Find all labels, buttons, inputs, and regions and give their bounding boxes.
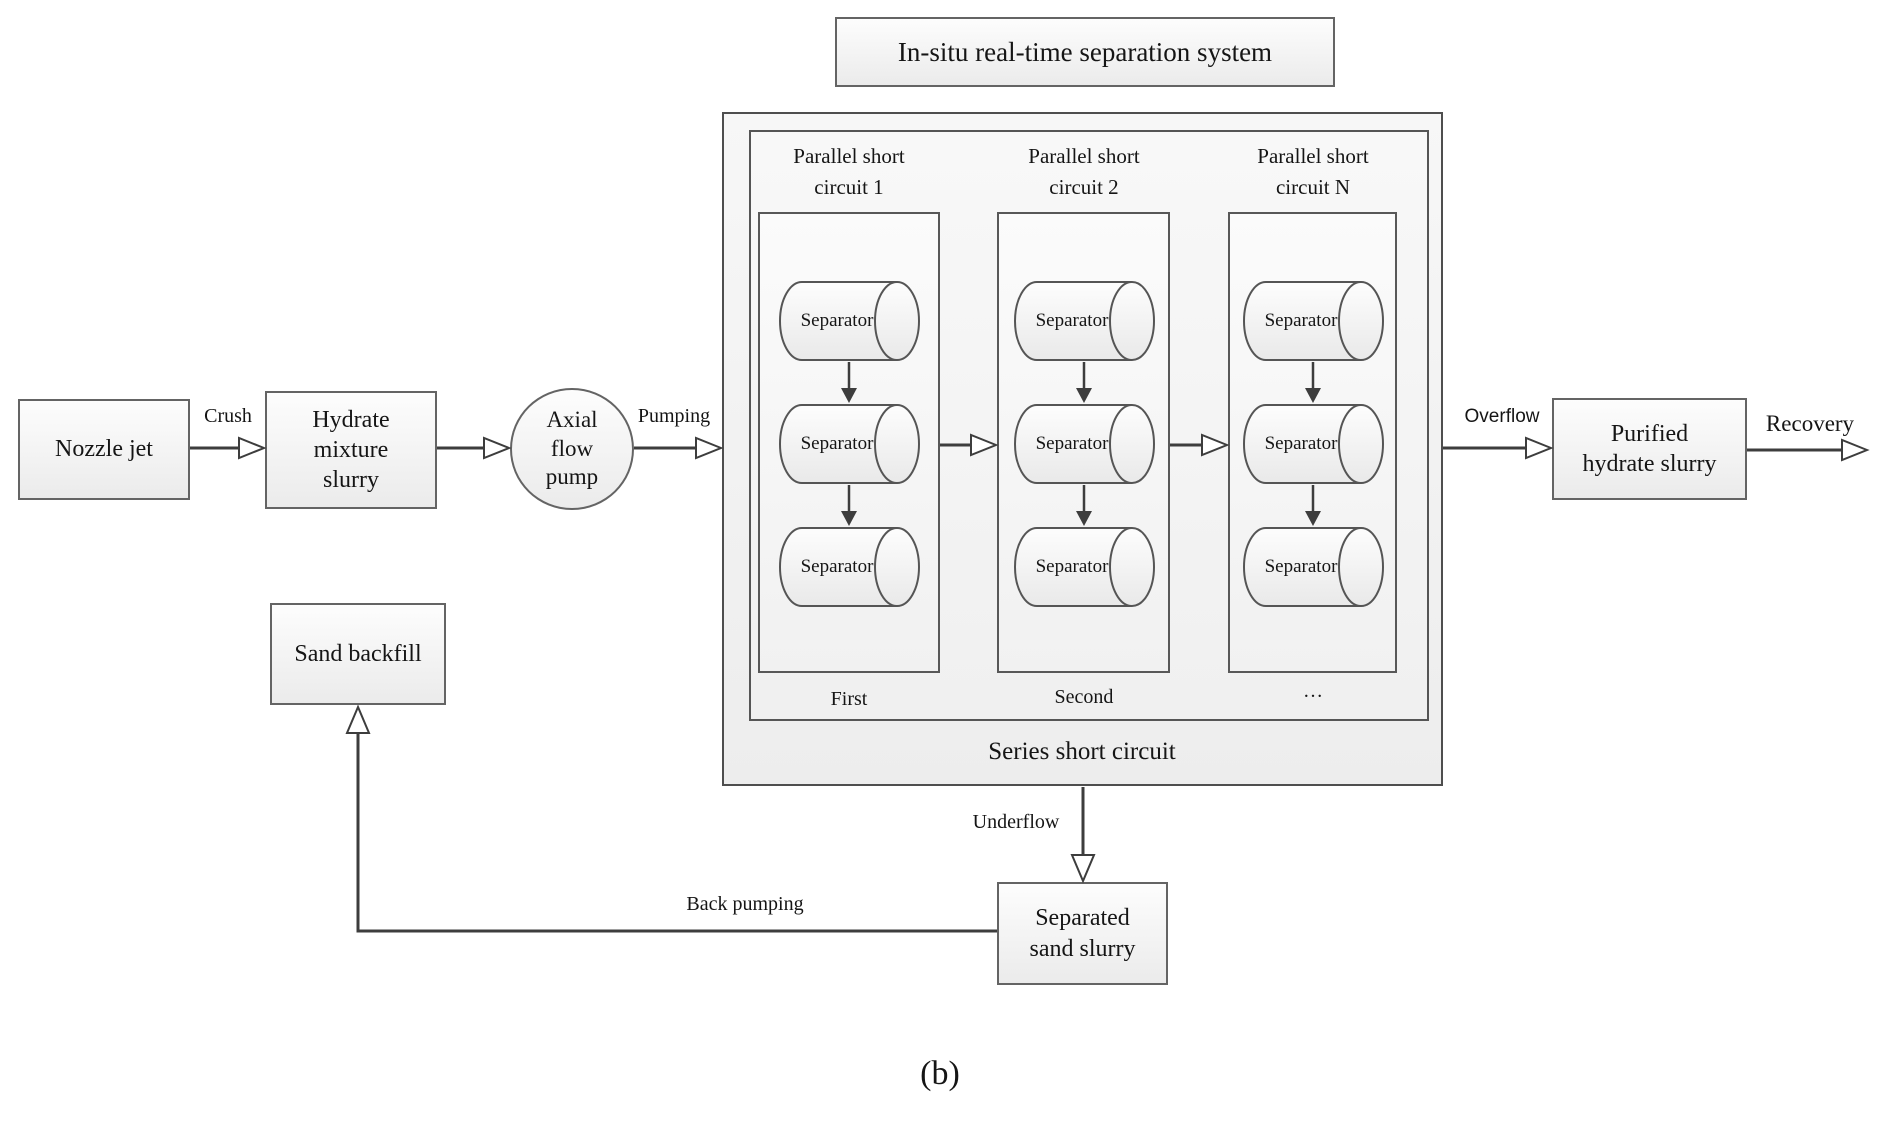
- back-pumping-label: Back pumping: [686, 893, 804, 915]
- separator-label: Separator: [1264, 310, 1338, 331]
- parallel-circuit-1-header: Parallel short circuit 1: [739, 141, 959, 203]
- cylinder-shape-icon: [1243, 404, 1384, 484]
- parallel-circuit-n-header-line1: Parallel short: [1257, 144, 1369, 168]
- separated-sand-slurry-node: Separated sand slurry: [997, 882, 1168, 985]
- separator-cylinder: Separator: [1240, 280, 1386, 362]
- figure-caption: (b): [920, 1055, 960, 1092]
- cylinder-shape-icon: [1243, 281, 1384, 361]
- separator-label: Separator: [800, 310, 874, 331]
- pumping-label: Pumping: [637, 405, 711, 427]
- separator-label: Separator: [800, 433, 874, 454]
- hydrate-line2: mixture: [313, 436, 389, 463]
- separator-cylinder: Separator: [776, 280, 922, 362]
- open-down-arrowhead-icon: [1070, 854, 1096, 884]
- open-right-arrowhead-icon: [695, 436, 724, 460]
- separator-label: Separator: [1035, 433, 1109, 454]
- open-right-arrowhead-icon: [1841, 438, 1870, 462]
- separated-line2: sand slurry: [1029, 935, 1136, 962]
- overflow-label: Overflow: [1464, 406, 1540, 427]
- circuit-2-footer: Second: [1054, 686, 1114, 708]
- separator-cylinder: Separator: [1011, 526, 1157, 608]
- open-up-arrowhead-icon: [345, 704, 371, 734]
- separator-cylinder: Separator: [1240, 403, 1386, 485]
- circuit-1-footer: First: [830, 688, 868, 710]
- separator-label: Separator: [1035, 310, 1109, 331]
- cylinder-shape-icon: [779, 281, 920, 361]
- system-title-box: In-situ real-time separation system: [835, 17, 1335, 87]
- parallel-circuit-n-header-line2: circuit N: [1275, 175, 1351, 199]
- separator-cylinder: Separator: [1240, 526, 1386, 608]
- purified-line2: hydrate slurry: [1582, 451, 1717, 477]
- hydrate-mixture-slurry-node: Hydrate mixture slurry: [265, 391, 437, 509]
- separated-line1: Separated: [1035, 905, 1130, 932]
- series-short-circuit-label: Series short circuit: [988, 738, 1176, 765]
- parallel-circuit-2-header-line1: Parallel short: [1028, 144, 1140, 168]
- parallel-circuit-2-header-line2: circuit 2: [1049, 175, 1119, 199]
- purified-line1: Purified: [1610, 420, 1689, 447]
- axial-flow-pump-node: Axial flow pump: [510, 388, 634, 510]
- cylinder-shape-icon: [1243, 527, 1384, 607]
- separator-label: Separator: [800, 556, 874, 577]
- cylinder-shape-icon: [779, 404, 920, 484]
- separator-label: Separator: [1035, 556, 1109, 577]
- pump-line2: flow: [550, 435, 594, 461]
- separator-cylinder: Separator: [776, 526, 922, 608]
- sand-backfill-node: Sand backfill: [270, 603, 446, 705]
- purified-hydrate-slurry-node: Purified hydrate slurry: [1552, 398, 1747, 500]
- cylinder-shape-icon: [1014, 281, 1155, 361]
- nozzle-jet-node: Nozzle jet: [18, 399, 190, 500]
- parallel-circuit-2-header: Parallel short circuit 2: [974, 141, 1194, 203]
- separator-cylinder: Separator: [776, 403, 922, 485]
- hydrate-line3: slurry: [323, 467, 379, 494]
- recovery-label: Recovery: [1765, 411, 1855, 436]
- separator-cylinder: Separator: [1011, 280, 1157, 362]
- sand-backfill-label: Sand backfill: [294, 640, 422, 667]
- cylinder-shape-icon: [1014, 527, 1155, 607]
- open-right-arrowhead-icon: [483, 436, 512, 460]
- parallel-circuit-n-header: Parallel short circuit N: [1203, 141, 1423, 203]
- cylinder-shape-icon: [1014, 404, 1155, 484]
- nozzle-jet-label: Nozzle jet: [55, 436, 153, 463]
- parallel-circuit-1-header-line2: circuit 1: [814, 175, 884, 199]
- pump-line1: Axial: [546, 406, 598, 432]
- circuit-n-footer: …: [1303, 680, 1323, 702]
- open-right-arrowhead-icon: [1525, 436, 1554, 460]
- separator-label: Separator: [1264, 556, 1338, 577]
- crush-label: Crush: [204, 405, 252, 427]
- pump-line3: pump: [545, 464, 599, 490]
- separator-label: Separator: [1264, 433, 1338, 454]
- parallel-circuit-1-header-line1: Parallel short: [793, 144, 905, 168]
- underflow-label: Underflow: [972, 811, 1060, 833]
- open-right-arrowhead-icon: [238, 436, 267, 460]
- hydrate-line1: Hydrate: [312, 406, 390, 433]
- system-title: In-situ real-time separation system: [897, 36, 1273, 67]
- separator-cylinder: Separator: [1011, 403, 1157, 485]
- cylinder-shape-icon: [779, 527, 920, 607]
